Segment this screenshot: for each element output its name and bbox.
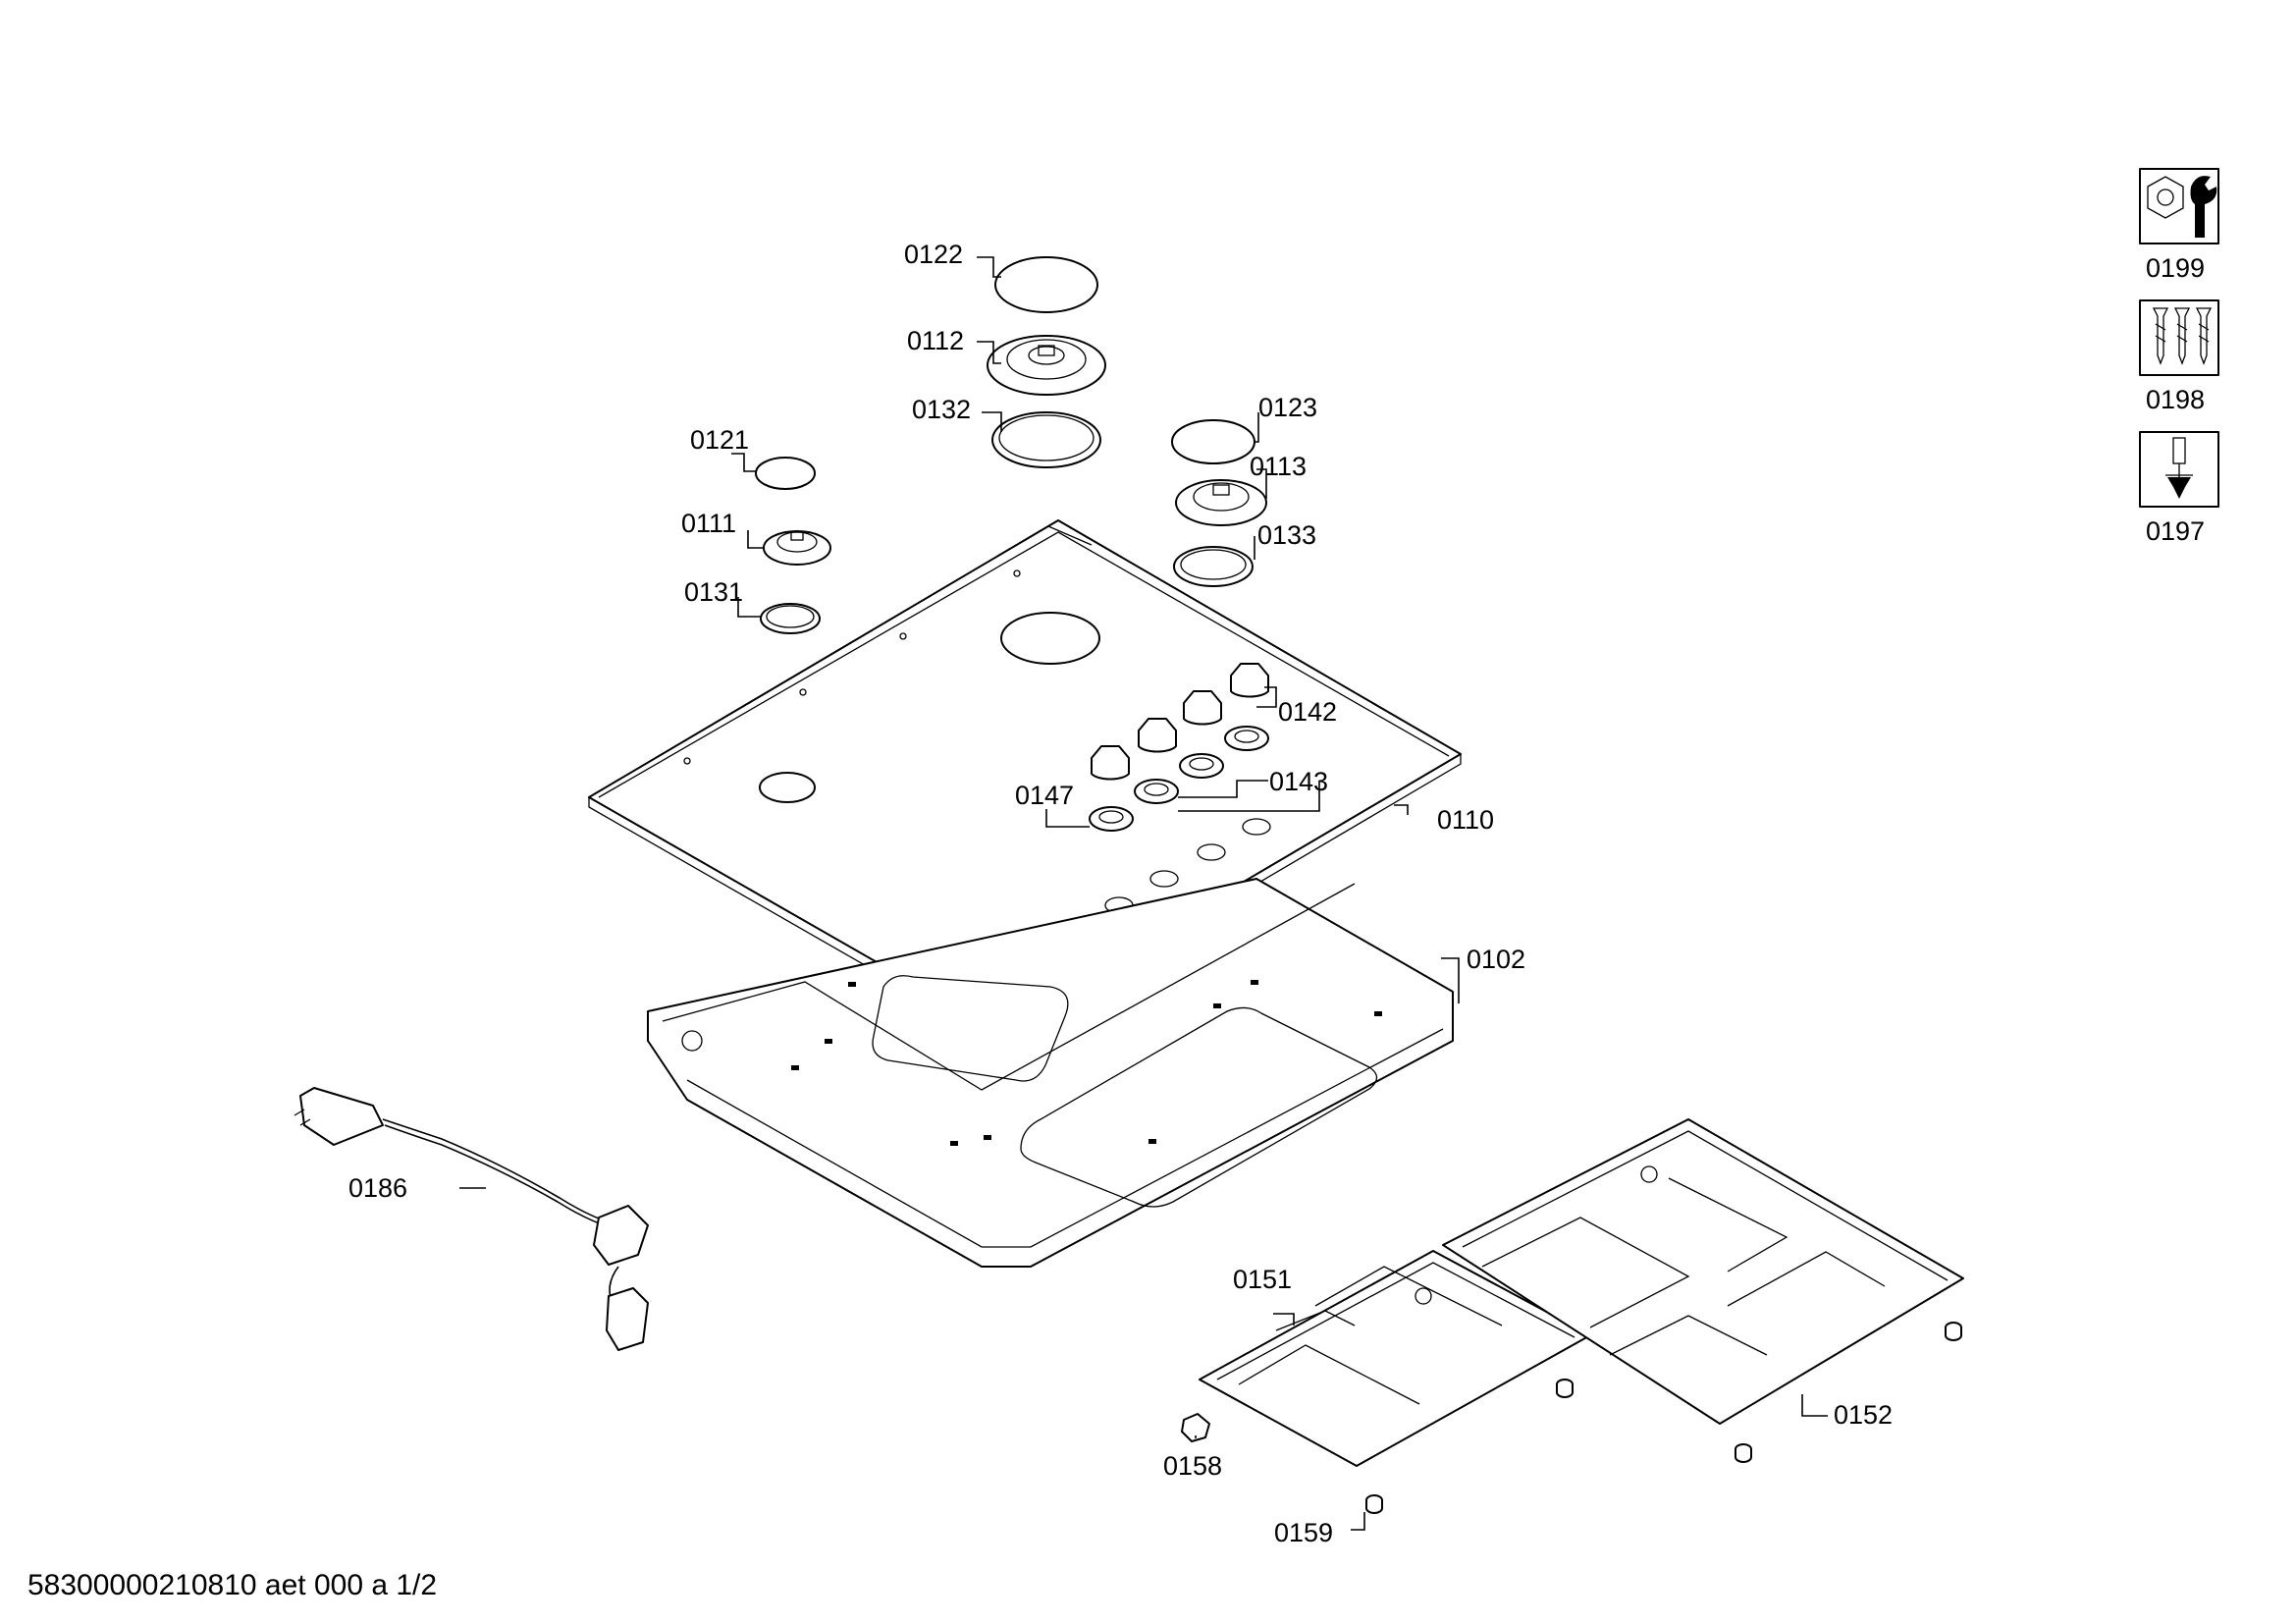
burner-cap-0122	[994, 256, 1098, 313]
control-knobs-0142	[1091, 663, 1269, 781]
callout-0186: 0186	[348, 1173, 407, 1203]
callout-0132: 0132	[912, 395, 971, 424]
knob-seals-0143	[1134, 726, 1269, 804]
burner-cap-0123	[1171, 419, 1255, 464]
sealing-ring-0133	[1173, 546, 1254, 587]
knob-seal-0147	[1089, 806, 1134, 832]
rubber-feet-0159	[1365, 1322, 1962, 1514]
burner-head-0112	[987, 335, 1106, 396]
callout-0111: 0111	[681, 509, 736, 538]
callout-0159: 0159	[1274, 1518, 1333, 1547]
leader-lines	[459, 256, 1828, 1531]
legend-number-0197: 0197	[2146, 516, 2205, 546]
nut-and-wrench-icon	[2147, 176, 2217, 238]
burner-head-0111	[763, 530, 831, 566]
legend-item-0199: 0199	[2139, 168, 2219, 283]
screws-icon	[2152, 307, 2213, 365]
callout-0121: 0121	[690, 425, 749, 455]
callout-0122: 0122	[904, 240, 963, 269]
callout-0152: 0152	[1834, 1400, 1893, 1430]
legend-number-0199: 0199	[2146, 253, 2205, 283]
callout-0142: 0142	[1278, 697, 1337, 727]
burner-cap-0121	[755, 457, 816, 490]
callout-0112: 0112	[907, 326, 964, 355]
power-cable-0186	[294, 1087, 649, 1351]
callout-0147: 0147	[1015, 781, 1074, 810]
callout-0133: 0133	[1257, 520, 1316, 550]
burner-head-0113	[1175, 479, 1267, 526]
document-id-footer: 58300000210810 aet 000 a 1/2	[27, 1569, 438, 1601]
sealing-ring-0132	[991, 411, 1101, 468]
pan-support-0151	[1199, 1250, 1591, 1467]
legend-item-0197: 0197	[2139, 431, 2219, 546]
legend-number-0198: 0198	[2146, 385, 2205, 414]
bottom-tray-0102	[647, 878, 1454, 1268]
sealing-ring-0131	[760, 603, 821, 634]
callout-0113: 0113	[1250, 452, 1307, 481]
callout-0158: 0158	[1163, 1451, 1222, 1481]
callout-0143: 0143	[1269, 767, 1328, 796]
callout-0123: 0123	[1258, 393, 1317, 422]
callout-0110: 0110	[1437, 805, 1494, 835]
callout-0131: 0131	[684, 577, 743, 607]
pan-support-0152	[1442, 1118, 1964, 1425]
screwdriver-icon	[2165, 437, 2193, 499]
callout-0151: 0151	[1233, 1265, 1292, 1294]
rubber-buffer-0158	[1181, 1413, 1210, 1442]
legend-item-0198: 0198	[2139, 299, 2219, 414]
hob-top-plate-0110	[588, 519, 1462, 1040]
callout-0102: 0102	[1467, 945, 1525, 974]
